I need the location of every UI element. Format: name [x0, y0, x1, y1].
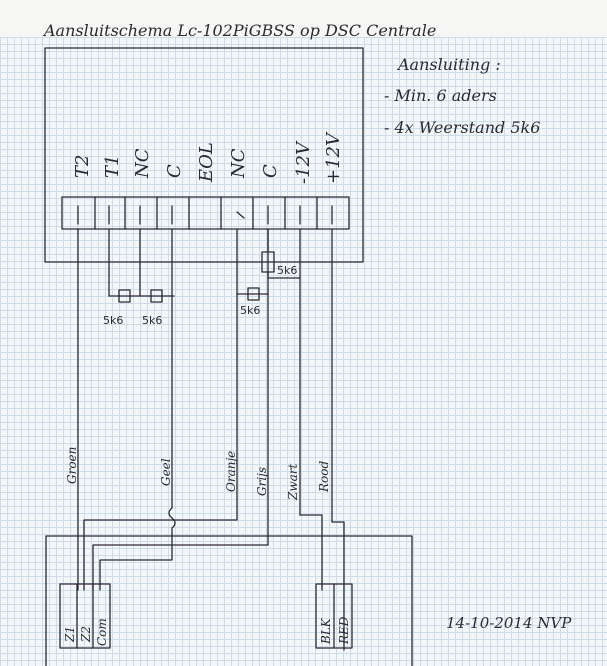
wire-label-groen: Groen	[65, 447, 79, 484]
wire-label-rood: Rood	[317, 461, 331, 493]
date-signature: 14-10-2014 NVP	[446, 614, 572, 632]
panel-terminal-red: RED	[337, 616, 351, 645]
wire-label-grijs: Grijs	[255, 467, 269, 496]
resistor-label-3: 5k6	[240, 304, 260, 317]
terminal-label-minus12v: -12V	[293, 140, 314, 184]
wire-label-geel: Geel	[159, 458, 173, 486]
wire-label-oranje: Oranje	[224, 451, 238, 492]
wire-rood	[331, 228, 345, 651]
detector-box	[44, 47, 364, 263]
panel-terminal-block-zones	[59, 583, 111, 649]
resistor-label-1: 5k6	[103, 314, 123, 327]
wire-zwart	[299, 228, 323, 591]
terminal-block	[61, 196, 350, 230]
terminal-label-c2: C	[260, 164, 281, 178]
title-band	[0, 0, 607, 37]
terminal-label-eol: EOL	[196, 142, 217, 183]
terminal-label-plus12v: +12V	[323, 131, 344, 184]
terminal-label-nc1: NC	[132, 148, 153, 179]
wire-grijs	[92, 228, 269, 591]
central-panel-box	[45, 535, 413, 666]
terminal-label-t1: T1	[102, 155, 123, 178]
resistor-nc-c	[236, 228, 269, 301]
notes-line-2: - 4x Weerstand 5k6	[384, 118, 540, 137]
panel-terminal-z2: Z2	[79, 626, 93, 643]
terminal-label-nc2: NC	[228, 148, 249, 179]
panel-terminal-block-power	[315, 583, 353, 649]
wire-label-zwart: Zwart	[286, 464, 300, 502]
diagram-title: Aansluitschema Lc-102PiGBSS op DSC Centr…	[42, 21, 436, 40]
panel-terminal-blk: BLK	[319, 617, 333, 645]
wire-geel	[99, 228, 176, 591]
notes-heading: Aansluiting :	[396, 55, 501, 74]
resistor-label-4: 5k6	[277, 264, 297, 277]
terminal-label-c1: C	[164, 164, 185, 178]
wire-oranje	[83, 293, 238, 591]
panel-terminal-com: Com	[95, 618, 109, 646]
terminal-label-t2: T2	[72, 155, 93, 178]
resistor-label-2: 5k6	[142, 314, 162, 327]
panel-terminal-z1: Z1	[63, 626, 77, 643]
notes-line-1: - Min. 6 aders	[384, 86, 497, 105]
resistors-t1-nc	[108, 228, 175, 303]
